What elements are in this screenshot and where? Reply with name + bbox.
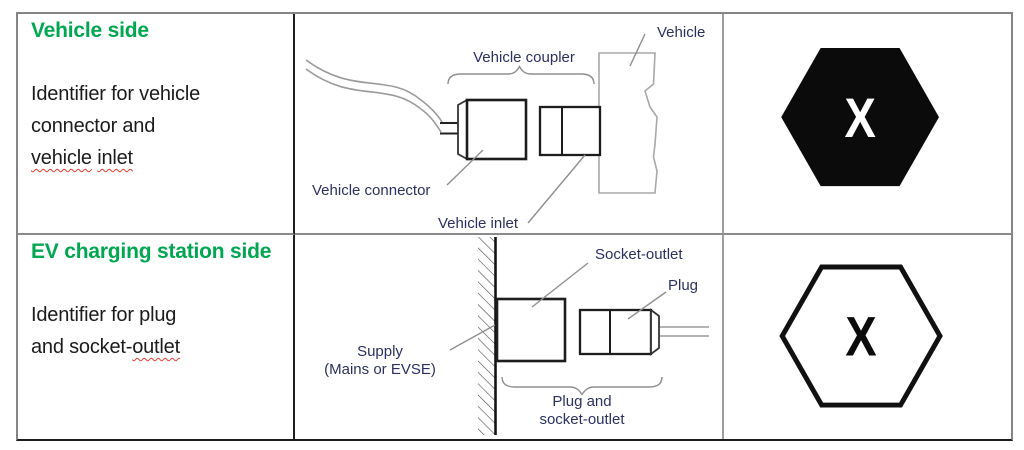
station-side-description: Identifier for plug and socket-outlet bbox=[31, 299, 283, 363]
cable-line bbox=[305, 59, 443, 123]
hexagon-letter: X bbox=[844, 87, 875, 148]
vehicle-coupler-label: Vehicle coupler bbox=[473, 49, 575, 66]
socket-outlet-shape bbox=[495, 297, 567, 363]
brace-label-line1: Plug and bbox=[552, 393, 611, 410]
station-side-title: EV charging station side bbox=[31, 240, 272, 263]
vehicle-leader-line bbox=[629, 33, 646, 67]
plug-nose-shape bbox=[650, 308, 660, 356]
description-line: Identifier for vehicle bbox=[31, 83, 201, 105]
description-line: vehicle inlet bbox=[31, 142, 283, 174]
description-line: connector and bbox=[31, 115, 156, 137]
socket-leader-line bbox=[531, 262, 589, 308]
plug-socket-diagram-cell: Socket-outlet Plug Supply (Mains or EVSE… bbox=[295, 235, 724, 439]
station-side-symbol-cell: X bbox=[724, 235, 1011, 439]
brace-label-line2: socket-outlet bbox=[539, 411, 625, 428]
vehicle-side-description: Identifier for vehicle connector and veh… bbox=[31, 78, 283, 174]
misspelled-word: vehicle bbox=[31, 147, 92, 169]
plug-label: Plug bbox=[668, 277, 698, 294]
identifier-table: Vehicle side Identifier for vehicle conn… bbox=[16, 12, 1013, 441]
hexagon-shape bbox=[779, 264, 943, 408]
hexagon-shape bbox=[781, 48, 940, 187]
misspelled-word: inlet bbox=[97, 147, 133, 169]
vehicle-inlet-shape bbox=[538, 105, 602, 157]
misspelled-word: outlet bbox=[132, 336, 180, 358]
vehicle-body-shape bbox=[598, 52, 658, 194]
supply-label-line1: Supply bbox=[357, 343, 403, 360]
vehicle-side-text-cell: Vehicle side Identifier for vehicle conn… bbox=[18, 14, 295, 235]
vehicle-connector-label: Vehicle connector bbox=[312, 182, 430, 199]
connector-leader-line bbox=[446, 149, 484, 186]
vehicle-inlet-label: Vehicle inlet bbox=[438, 215, 519, 232]
vehicle-side-symbol-cell: X bbox=[724, 14, 1011, 235]
cable-line bbox=[305, 68, 442, 133]
plug-socket-brace bbox=[501, 376, 663, 396]
vehicle-connector-shape bbox=[465, 98, 528, 161]
plug-shape bbox=[578, 308, 653, 356]
vehicle-side-title: Vehicle side bbox=[31, 19, 149, 42]
outlined-hexagon-symbol: X bbox=[779, 264, 943, 408]
station-side-text-cell: EV charging station side Identifier for … bbox=[18, 235, 295, 439]
plug-leader-line bbox=[627, 291, 667, 320]
plug-socket-diagram: Socket-outlet Plug Supply (Mains or EVSE… bbox=[324, 237, 709, 435]
inlet-leader-line bbox=[527, 154, 586, 224]
supply-leader-line bbox=[449, 324, 496, 351]
description-text: and socket- bbox=[31, 336, 133, 358]
wall-hatching bbox=[478, 237, 495, 435]
supply-label-line2: (Mains or EVSE) bbox=[324, 361, 436, 378]
description-line: Identifier for plug bbox=[31, 304, 177, 326]
connector-nose-shape bbox=[457, 98, 468, 161]
hexagon-letter: X bbox=[845, 306, 876, 367]
socket-outlet-label: Socket-outlet bbox=[595, 246, 683, 263]
vehicle-coupler-diagram: Vehicle coupler Vehicle Vehicle connecto… bbox=[305, 24, 705, 232]
coupler-brace bbox=[447, 65, 595, 85]
vehicle-label: Vehicle bbox=[657, 24, 705, 41]
filled-hexagon-symbol: X bbox=[781, 48, 940, 187]
description-line: and socket-outlet bbox=[31, 331, 283, 363]
vehicle-coupler-diagram-cell: Vehicle coupler Vehicle Vehicle connecto… bbox=[295, 14, 724, 235]
